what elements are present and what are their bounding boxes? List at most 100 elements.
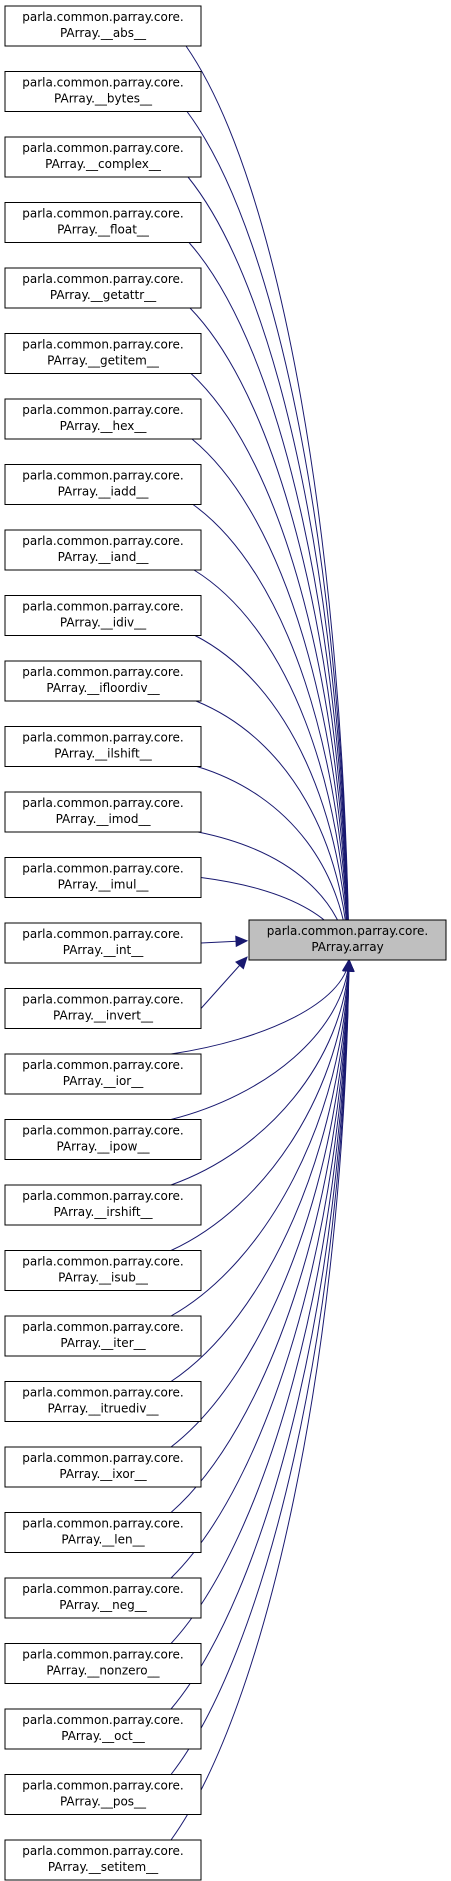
caller-node-iadd[interactable]: parla.common.parray.core.PArray.__iadd__ xyxy=(4,464,202,505)
node-label-line2: PArray.__oct__ xyxy=(61,1729,146,1743)
call-edge xyxy=(170,959,350,1579)
node-box xyxy=(4,1577,202,1619)
call-edge xyxy=(192,504,350,961)
caller-node-iter[interactable]: parla.common.parray.core. PArray.__iter__ xyxy=(4,1315,202,1357)
node-label-line2: PArray.__ixor__ xyxy=(59,1467,147,1481)
node-box xyxy=(4,1512,202,1553)
call-edge xyxy=(187,176,350,961)
node-label-line1: parla.common.parray.core. xyxy=(22,403,183,417)
caller-node-imul[interactable]: parla.common.parray.core.PArray.__imul__ xyxy=(4,857,202,898)
call-edge xyxy=(185,45,350,961)
caller-node-len[interactable]: parla.common.parray.core. PArray.__len__ xyxy=(4,1512,202,1553)
node-box xyxy=(248,919,447,961)
node-label-line1: parla.common.parray.core. xyxy=(22,1124,183,1138)
node-label-line1: parla.common.parray.core. xyxy=(22,927,183,941)
caller-node-iand[interactable]: parla.common.parray.core.PArray.__iand__ xyxy=(4,529,202,571)
node-box xyxy=(4,857,202,898)
node-label-line1: parla.common.parray.core. xyxy=(22,272,183,286)
node-box xyxy=(4,726,202,767)
caller-node-int[interactable]: parla.common.parray.core. PArray.__int__ xyxy=(4,922,202,964)
call-edge xyxy=(170,959,350,1841)
caller-node-idiv[interactable]: parla.common.parray.core. PArray.__idiv__ xyxy=(4,595,202,636)
node-label-line1: parla.common.parray.core. xyxy=(22,1517,183,1531)
call-edge xyxy=(170,959,350,1055)
node-label-line1: parla.common.parray.core. xyxy=(22,76,183,90)
node-box xyxy=(4,1381,202,1422)
node-label-line1: parla.common.parray.core. xyxy=(22,534,183,548)
call-edge xyxy=(170,959,350,1186)
caller-node-irshift[interactable]: parla.common.parray.core.PArray.__irshif… xyxy=(4,1184,202,1226)
node-box xyxy=(4,1643,202,1684)
node-label-line2: PArray.__ilshift__ xyxy=(54,747,152,761)
caller-node-pos[interactable]: parla.common.parray.core.PArray.__pos__ xyxy=(4,1774,202,1815)
caller-node-complex[interactable]: parla.common.parray.core. PArray.__comple… xyxy=(4,136,202,178)
caller-node-getattr[interactable]: parla.common.parray.core.PArray.__getatt… xyxy=(4,267,202,309)
caller-node-imod[interactable]: parla.common.parray.core.PArray.__imod__ xyxy=(4,791,202,833)
node-box xyxy=(4,1446,202,1488)
node-label-line1: parla.common.parray.core. xyxy=(22,1386,183,1400)
node-box xyxy=(4,922,202,964)
node-box xyxy=(4,1053,202,1095)
node-label-line2: PArray.__iter__ xyxy=(60,1336,146,1350)
node-label-line1: parla.common.parray.core. xyxy=(22,600,183,614)
node-label-line2: PArray.__pos__ xyxy=(60,1795,147,1809)
node-label-line1: parla.common.parray.core. xyxy=(22,141,183,155)
node-label-line2: PArray.__hex__ xyxy=(60,419,148,433)
node-box xyxy=(4,595,202,636)
node-box xyxy=(4,398,202,440)
caller-node-nonzero[interactable]: parla.common.parray.core. PArray.__nonzer… xyxy=(4,1643,202,1684)
caller-node-ixor[interactable]: parla.common.parray.core.PArray.__ixor__ xyxy=(4,1446,202,1488)
caller-node-ilshift[interactable]: parla.common.parray.core. PArray.__ilshif… xyxy=(4,726,202,767)
node-label-line1: parla.common.parray.core. xyxy=(22,1844,183,1858)
caller-node-setitem[interactable]: parla.common.parray.core.PArray.__setite… xyxy=(4,1839,202,1881)
call-edge xyxy=(190,373,350,961)
call-edge xyxy=(170,959,350,1513)
node-label-line2: PArray.__neg__ xyxy=(59,1598,147,1612)
node-box xyxy=(4,267,202,309)
node-box xyxy=(4,202,202,243)
node-label-line2: PArray.__idiv__ xyxy=(60,616,147,630)
node-box xyxy=(4,529,202,571)
caller-node-ior[interactable]: parla.common.parray.core. PArray.__ior__ xyxy=(4,1053,202,1095)
node-label-line1: parla.common.parray.core. xyxy=(22,731,183,745)
node-label-line2: PArray.__iadd__ xyxy=(58,485,150,499)
node-box xyxy=(4,1774,202,1815)
caller-node-itruediv[interactable]: parla.common.parray.core.PArray.__itrued… xyxy=(4,1381,202,1422)
caller-node-float[interactable]: parla.common.parray.core.PArray.__float_… xyxy=(4,202,202,243)
node-box xyxy=(4,1708,202,1750)
caller-node-hex[interactable]: parla.common.parray.core. PArray.__hex__ xyxy=(4,398,202,440)
node-box xyxy=(4,988,202,1029)
node-label-line1: parla.common.parray.core. xyxy=(267,924,428,938)
node-label-line2: PArray.__int__ xyxy=(63,943,145,957)
node-label-line1: parla.common.parray.core. xyxy=(22,665,183,679)
caller-node-abs[interactable]: parla.common.parray.core.PArray.__abs__ xyxy=(4,5,202,47)
node-label-line2: PArray.__complex__ xyxy=(45,157,162,171)
caller-node-ifloordiv[interactable]: parla.common.parray.core.PArray.__ifloor… xyxy=(4,660,202,702)
call-edge xyxy=(200,956,248,1009)
node-label-line1: parla.common.parray.core. xyxy=(22,1058,183,1072)
node-box xyxy=(4,5,202,47)
call-edge xyxy=(195,700,350,961)
caller-node-getitem[interactable]: parla.common.parray.core.PArray.__getite… xyxy=(4,333,202,374)
caller-node-bytes[interactable]: parla.common.parray.core.PArray.__bytes_… xyxy=(4,71,202,112)
call-edge xyxy=(193,569,350,961)
caller-node-isub[interactable]: parla.common.parray.core.PArray.__isub__ xyxy=(4,1250,202,1291)
node-label-line2: PArray.__ior__ xyxy=(63,1074,145,1088)
node-label-line2: PArray.__nonzero__ xyxy=(46,1664,160,1678)
node-label-line2: PArray.__len__ xyxy=(61,1533,145,1547)
target-node-array[interactable]: parla.common.parray.core.PArray.array xyxy=(248,919,447,961)
call-edge xyxy=(189,307,350,961)
caller-node-invert[interactable]: parla.common.parray.core.PArray.__invert… xyxy=(4,988,202,1029)
call-edge xyxy=(170,959,350,1644)
caller-node-ipow[interactable]: parla.common.parray.core.PArray.__ipow__ xyxy=(4,1119,202,1160)
node-box xyxy=(4,791,202,833)
caller-node-neg[interactable]: parla.common.parray.core.PArray.__neg__ xyxy=(4,1577,202,1619)
node-box xyxy=(4,333,202,374)
node-label-line1: parla.common.parray.core. xyxy=(22,10,183,24)
node-box xyxy=(4,1315,202,1357)
node-label-line2: PArray.__isub__ xyxy=(58,1271,149,1285)
caller-node-oct[interactable]: parla.common.parray.core.PArray.__oct__ xyxy=(4,1708,202,1750)
node-label-line1: parla.common.parray.core. xyxy=(22,1320,183,1334)
node-label-line1: parla.common.parray.core. xyxy=(22,1648,183,1662)
